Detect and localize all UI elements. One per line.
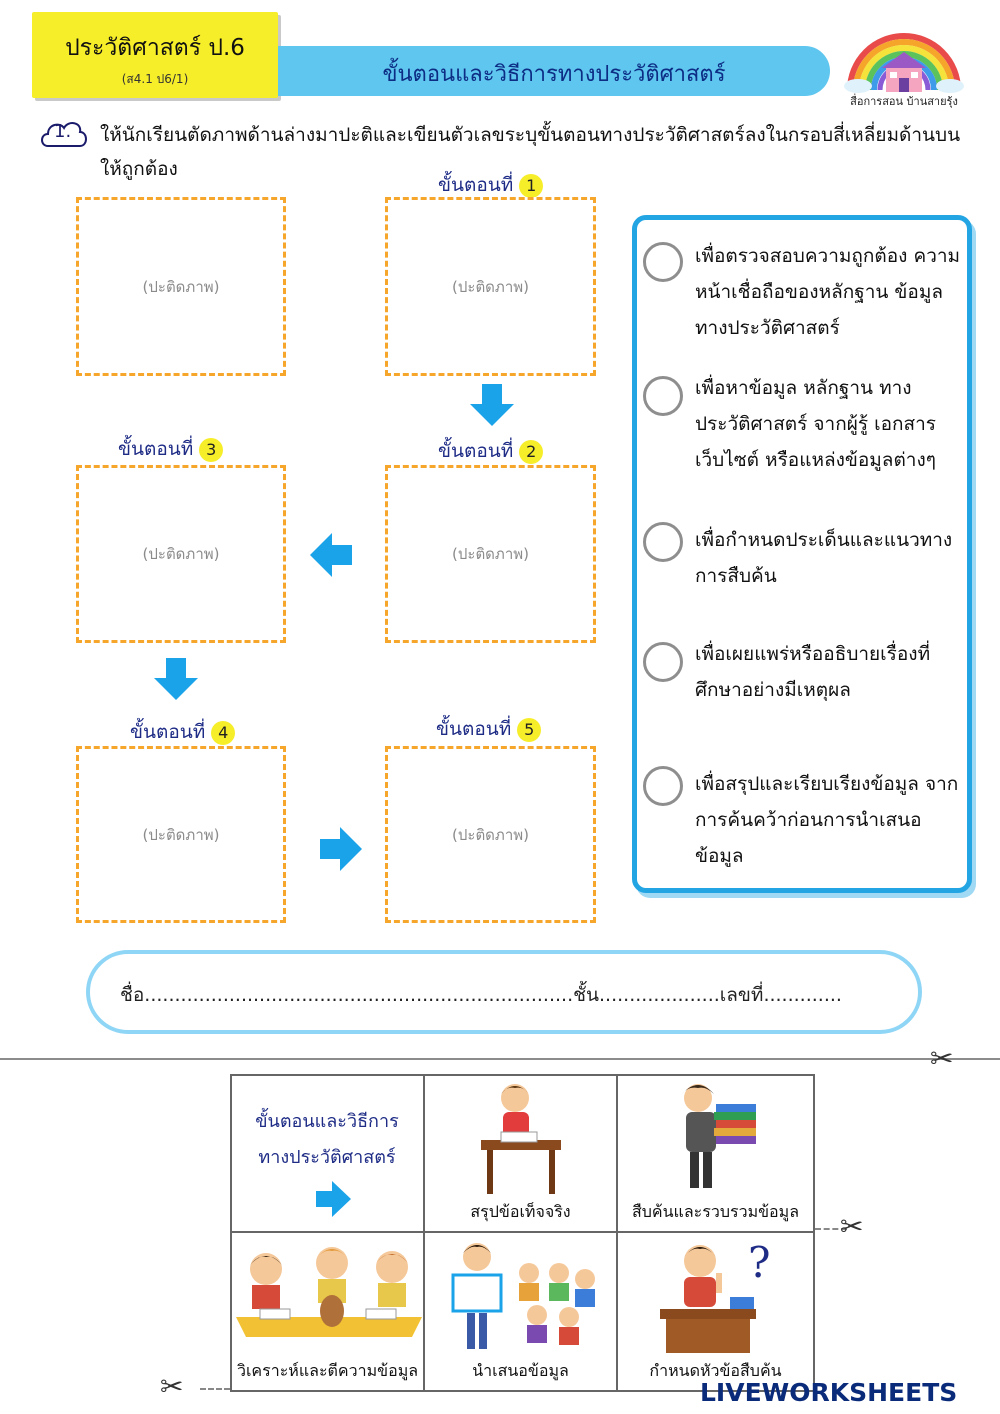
step-1-label: ขั้นตอนที่1 xyxy=(438,170,544,200)
scissors-icon: ✂ xyxy=(840,1210,864,1243)
step-label-text: ขั้นตอนที่ xyxy=(438,174,514,196)
step-label-text: ขั้นตอนที่ xyxy=(118,438,194,460)
student-carrying-books-illustration xyxy=(682,1084,756,1188)
options-panel: เพื่อตรวจสอบความถูกต้อง ความหน้าเชื่อถือ… xyxy=(632,215,972,893)
paste-slot-step-4[interactable]: (ปะติดภาพ) xyxy=(76,746,286,923)
slot-placeholder: (ปะติดภาพ) xyxy=(452,277,529,296)
cutout-title: ขั้นตอนและวิธีการ ทางประวัติศาสตร์ xyxy=(232,1104,422,1176)
cut-mark xyxy=(815,1228,847,1232)
arrow-right-icon xyxy=(316,1181,351,1217)
student-presenting-illustration xyxy=(451,1243,595,1349)
step-label-text: ขั้นตอนที่ xyxy=(436,718,512,740)
option-5-answer-circle[interactable] xyxy=(643,766,683,806)
scissors-icon: ✂ xyxy=(930,1042,954,1075)
cutout-title-line2: ทางประวัติศาสตร์ xyxy=(258,1147,396,1168)
paste-slot-step-1[interactable]: (ปะติดภาพ) xyxy=(385,197,596,376)
student-thinking-illustration: ? xyxy=(660,1238,771,1353)
paste-slot-step-5[interactable]: (ปะติดภาพ) xyxy=(385,746,596,923)
arrow-down-icon xyxy=(470,384,514,426)
step-number-badge: 2 xyxy=(519,440,544,464)
slot-placeholder: (ปะติดภาพ) xyxy=(142,277,220,296)
card-caption: กำหนดหัวข้อสืบค้น xyxy=(649,1361,782,1380)
subject-code: (ส4.1 ป6/1) xyxy=(121,72,189,86)
step-3-label: ขั้นตอนที่3 xyxy=(118,434,224,464)
step-number-badge: 5 xyxy=(517,718,542,742)
slot-placeholder: (ปะติดภาพ) xyxy=(452,825,529,844)
card-caption: นำเสนอข้อมูล xyxy=(472,1361,569,1380)
subject-tab: ประวัติศาสตร์ ป.6 (ส4.1 ป6/1) xyxy=(32,12,278,98)
arrow-down-icon xyxy=(154,658,198,700)
option-1-answer-circle[interactable] xyxy=(643,242,683,282)
subject-title: ประวัติศาสตร์ ป.6 xyxy=(65,35,245,61)
svg-text:?: ? xyxy=(748,1238,771,1287)
card-caption: วิเคราะห์และตีความข้อมูล xyxy=(236,1361,419,1380)
name-class-number-field[interactable]: ชื่อ....................................… xyxy=(120,984,842,1006)
paste-slot-step-2[interactable]: (ปะติดภาพ) xyxy=(385,465,596,643)
step-number-badge: 1 xyxy=(519,174,544,198)
topic-banner: ขั้นตอนและวิธีการทางประวัติศาสตร์ xyxy=(278,46,830,96)
cutout-title-line1: ขั้นตอนและวิธีการ xyxy=(255,1111,399,1132)
arrow-left-icon xyxy=(310,533,352,577)
cutout-card-research[interactable]: สืบค้นและรวบรวมข้อมูล xyxy=(618,1076,813,1233)
cut-line xyxy=(0,1058,1000,1060)
scissors-icon: ✂ xyxy=(160,1370,184,1403)
slot-placeholder: (ปะติดภาพ) xyxy=(452,545,529,563)
instruction-text: ให้นักเรียนตัดภาพด้านล่างมาปะติและเขียนต… xyxy=(100,124,961,180)
slot-placeholder: (ปะติดภาพ) xyxy=(142,545,220,563)
step-label-text: ขั้นตอนที่ xyxy=(438,440,514,462)
option-1-text: เพื่อตรวจสอบความถูกต้อง ความหน้าเชื่อถือ… xyxy=(695,245,961,339)
card-caption: สรุปข้อเท็จจริง xyxy=(470,1202,571,1221)
cutout-card-summarize[interactable]: สรุปข้อเท็จจริง xyxy=(425,1076,618,1233)
step-label-text: ขั้นตอนที่ xyxy=(130,721,206,743)
option-2-text: เพื่อหาข้อมูล หลักฐาน ทาง ประวัติศาสตร์ … xyxy=(695,377,936,471)
step-2-label: ขั้นตอนที่2 xyxy=(438,436,544,466)
cutout-table: ขั้นตอนและวิธีการ ทางประวัติศาสตร์ สรุปข… xyxy=(230,1074,815,1392)
cut-mark xyxy=(200,1388,230,1392)
slot-placeholder: (ปะติดภาพ) xyxy=(142,825,220,844)
name-bar: ชื่อ....................................… xyxy=(86,950,922,1034)
cutout-card-analyze[interactable]: วิเคราะห์และตีความข้อมูล xyxy=(232,1233,425,1390)
cutout-title-cell: ขั้นตอนและวิธีการ ทางประวัติศาสตร์ xyxy=(232,1076,425,1233)
paste-slot-step-3[interactable]: (ปะติดภาพ) xyxy=(76,465,286,643)
step-number-badge: 4 xyxy=(211,721,236,745)
option-3-answer-circle[interactable] xyxy=(643,522,683,562)
step-4-label: ขั้นตอนที่4 xyxy=(130,717,236,747)
option-4-answer-circle[interactable] xyxy=(643,642,683,682)
logo-caption: สื่อการสอน บ้านสายรุ้ง xyxy=(850,95,958,108)
students-discussing-illustration xyxy=(236,1247,422,1337)
step-5-label: ขั้นตอนที่5 xyxy=(436,714,542,744)
arrow-right-icon xyxy=(320,827,362,871)
cloud-badge-icon xyxy=(41,122,87,147)
step-number-badge: 3 xyxy=(199,438,224,462)
question-number: 1. xyxy=(54,121,72,142)
cutout-card-define-topic[interactable]: ? กำหนดหัวข้อสืบค้น xyxy=(618,1233,813,1390)
rainbow-house-logo xyxy=(844,33,964,93)
card-caption: สืบค้นและรวบรวมข้อมูล xyxy=(631,1202,800,1221)
option-4-text: เพื่อเผยแพร่หรืออธิบายเรื่องที่ ศึกษาอย่… xyxy=(695,643,931,701)
option-5-text: เพื่อสรุปและเรียบเรียงข้อมูล จากการค้นคว… xyxy=(695,773,959,867)
liveworksheets-logo: LIVEWORKSHEETS xyxy=(700,1378,958,1407)
paste-slot-extra[interactable]: (ปะติดภาพ) xyxy=(76,197,286,376)
option-2-answer-circle[interactable] xyxy=(643,376,683,416)
cutout-card-present[interactable]: นำเสนอข้อมูล xyxy=(425,1233,618,1390)
student-writing-illustration xyxy=(481,1084,561,1194)
option-3-text: เพื่อกำหนดประเด็นและแนวทาง การสืบค้น xyxy=(695,529,953,587)
page-title: ขั้นตอนและวิธีการทางประวัติศาสตร์ xyxy=(382,62,726,87)
